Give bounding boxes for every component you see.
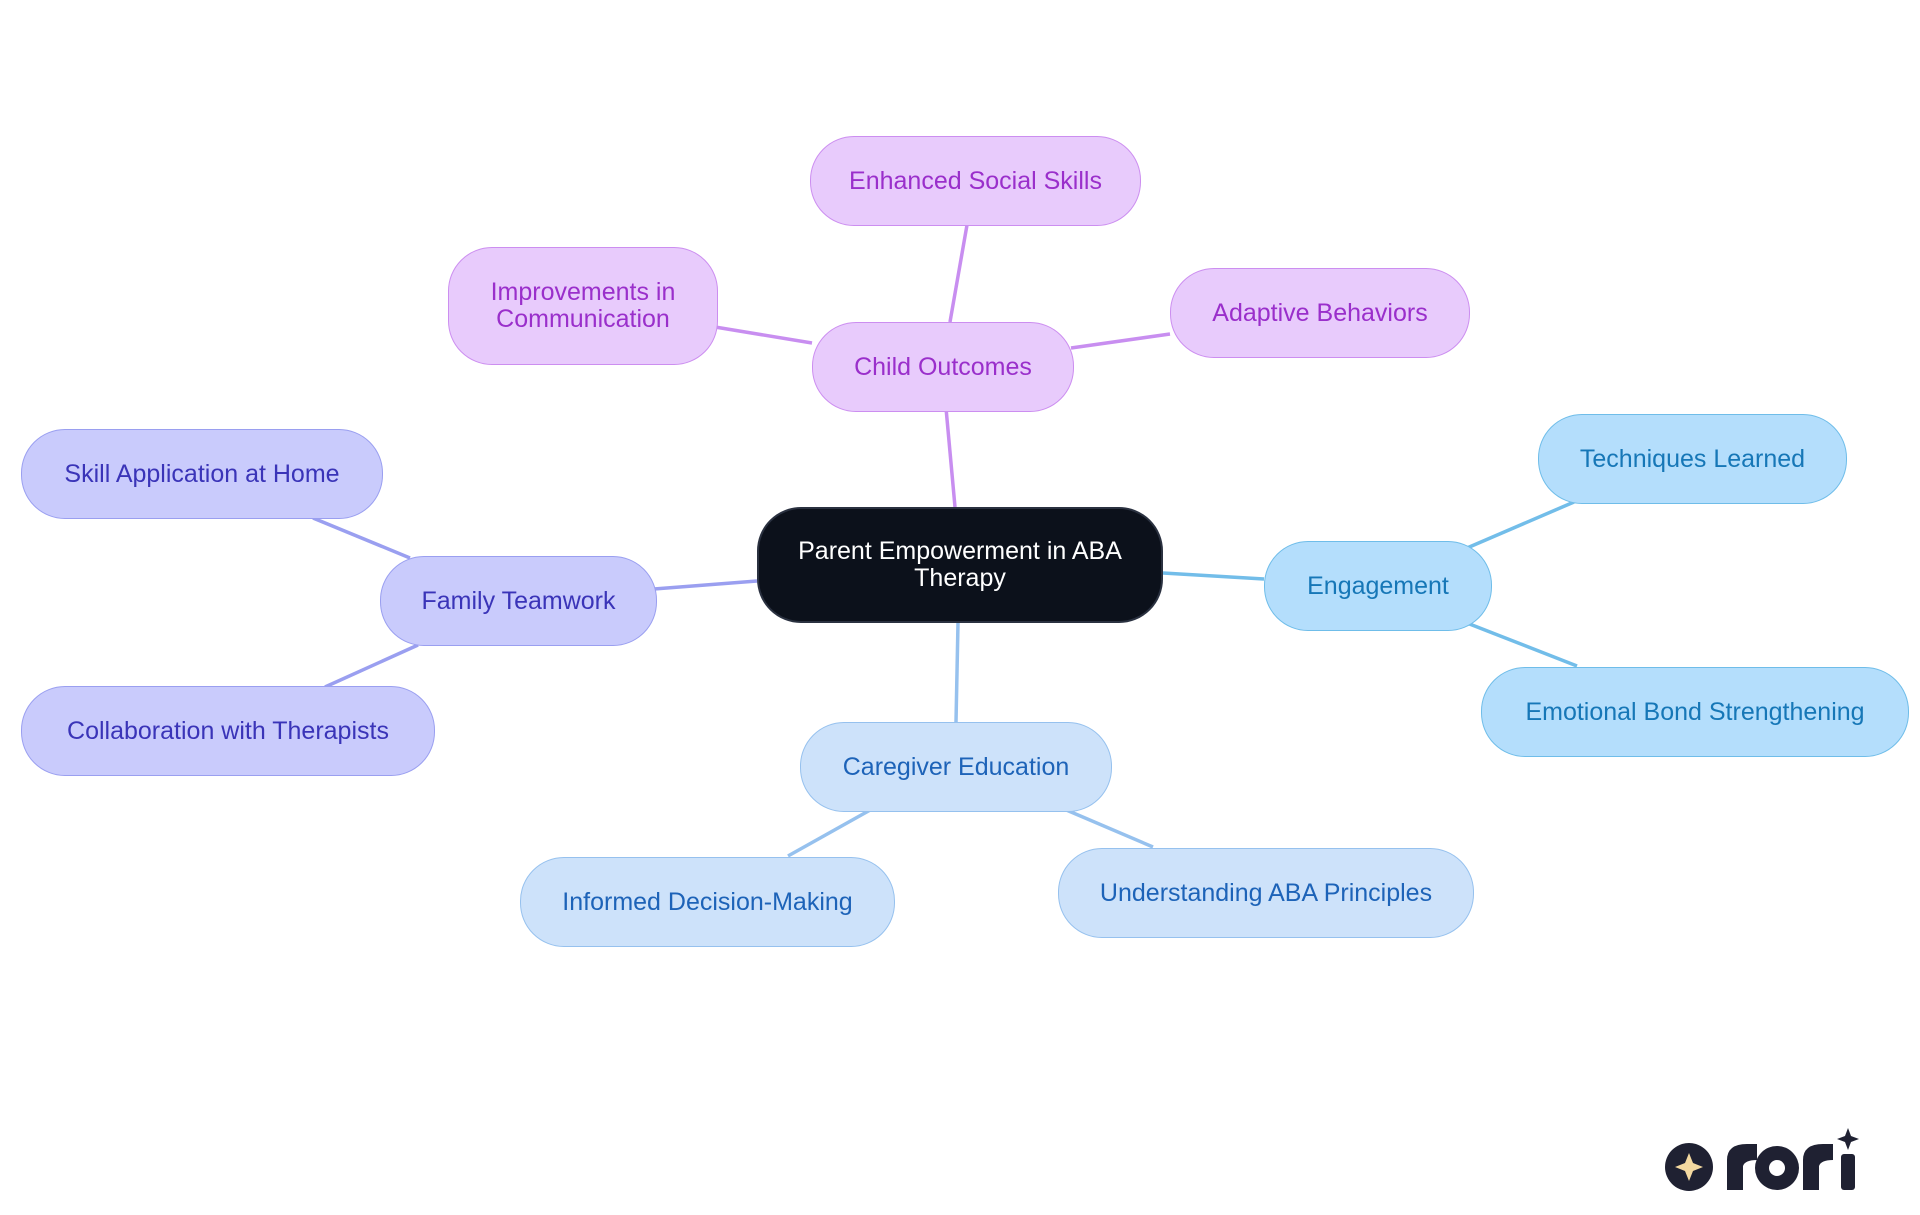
edge-root-family-teamwork: [653, 579, 758, 591]
logo-wordmark: [1727, 1128, 1859, 1190]
branch-caregiver-education[interactable]: Caregiver Education: [800, 722, 1112, 812]
edge-root-caregiver-education: [954, 622, 960, 723]
leaf-label: Emotional Bond Strengthening: [1525, 697, 1865, 726]
edge-ft-collab: [324, 643, 419, 689]
leaf-adaptive-behaviors[interactable]: Adaptive Behaviors: [1170, 268, 1470, 358]
edge-ft-skill: [312, 516, 411, 560]
branch-family-teamwork[interactable]: Family Teamwork: [380, 556, 657, 646]
branch-label: Caregiver Education: [842, 752, 1070, 781]
leaf-label: Understanding ABA Principles: [1099, 878, 1433, 907]
leaf-improvements-in-communication[interactable]: Improvements in Communication: [448, 247, 718, 365]
edge-co-adaptive: [1070, 332, 1171, 350]
leaf-label: Improvements in Communication: [490, 278, 676, 333]
brand-logo: [1665, 1128, 1859, 1191]
leaf-understanding-aba-principles[interactable]: Understanding ABA Principles: [1058, 848, 1474, 938]
edge-co-social: [948, 224, 969, 323]
edge-ce-informed: [787, 807, 873, 858]
root-node[interactable]: Parent Empowerment in ABA Therapy: [757, 507, 1163, 623]
edge-root-engagement: [1162, 571, 1265, 581]
sparkle-icon: [1665, 1143, 1713, 1191]
leaf-label: Adaptive Behaviors: [1212, 298, 1428, 327]
branch-child-outcomes[interactable]: Child Outcomes: [812, 322, 1074, 412]
edge-eng-bond: [1466, 621, 1578, 668]
leaf-label: Collaboration with Therapists: [67, 716, 389, 745]
edge-ce-understanding: [1063, 807, 1154, 849]
leaf-label: Informed Decision-Making: [562, 887, 853, 916]
edge-co-communication: [714, 325, 813, 345]
leaf-label: Techniques Learned: [1579, 444, 1806, 473]
leaf-emotional-bond-strengthening[interactable]: Emotional Bond Strengthening: [1481, 667, 1909, 757]
branch-engagement[interactable]: Engagement: [1264, 541, 1492, 631]
leaf-skill-application-at-home[interactable]: Skill Application at Home: [21, 429, 383, 519]
branch-label: Engagement: [1307, 571, 1449, 600]
leaf-techniques-learned[interactable]: Techniques Learned: [1538, 414, 1847, 504]
edge-eng-techniques: [1466, 500, 1575, 550]
leaf-label: Enhanced Social Skills: [849, 166, 1102, 195]
root-label: Parent Empowerment in ABA Therapy: [798, 537, 1122, 592]
leaf-collaboration-with-therapists[interactable]: Collaboration with Therapists: [21, 686, 435, 776]
edge-root-child-outcomes: [944, 407, 957, 508]
leaf-informed-decision-making[interactable]: Informed Decision-Making: [520, 857, 895, 947]
leaf-label: Skill Application at Home: [64, 459, 340, 488]
leaf-enhanced-social-skills[interactable]: Enhanced Social Skills: [810, 136, 1141, 226]
branch-label: Family Teamwork: [421, 586, 616, 615]
branch-label: Child Outcomes: [854, 352, 1032, 381]
